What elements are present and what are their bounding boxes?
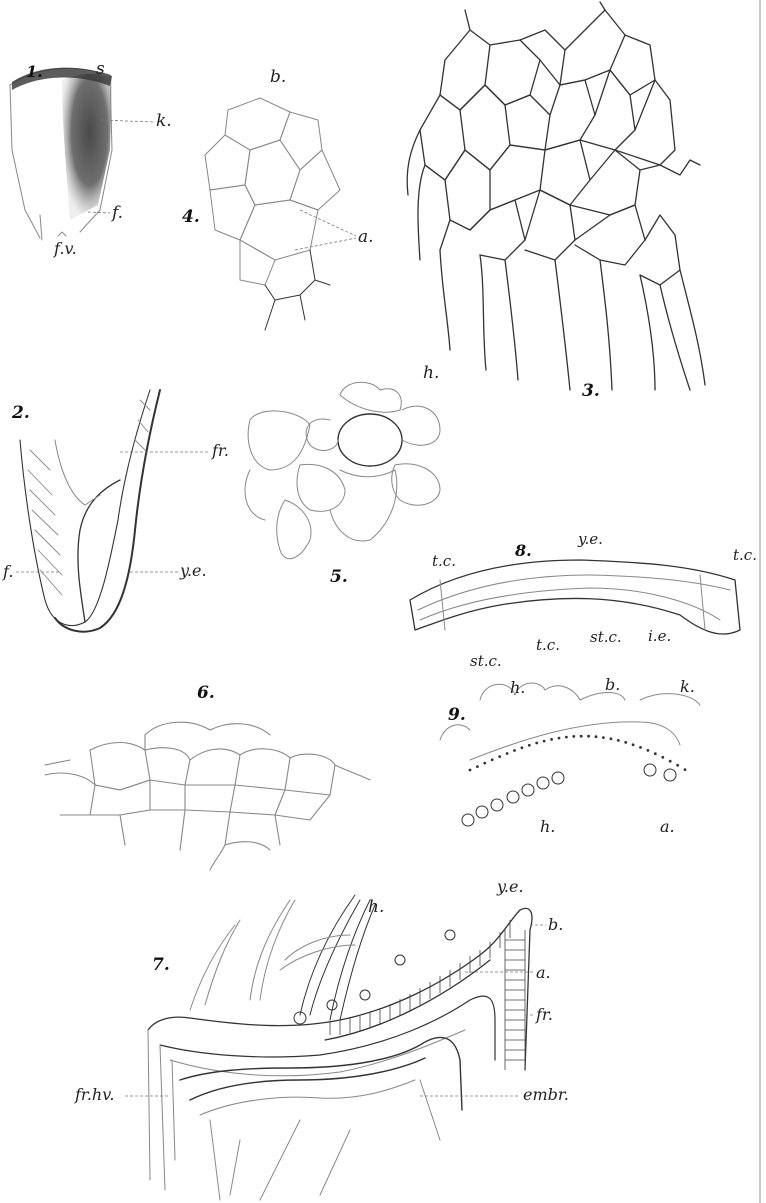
fig9-dot <box>580 735 583 738</box>
fig7-label-embr: embr. <box>523 1085 569 1104</box>
fig9-dot <box>558 737 561 740</box>
figure-3 <box>407 2 705 390</box>
fig9-dot <box>610 737 613 740</box>
fig9-dot <box>684 768 687 771</box>
figure-8: t.c. 8. y.e. t.c. st.c. t.c. st.c. i.e. <box>410 530 757 670</box>
fig9-dot <box>535 742 538 745</box>
fig7-label-ye: y.e. <box>496 877 524 896</box>
fig1-number: 1. <box>26 62 43 81</box>
fig8-label-stc-mid: st.c. <box>590 628 622 646</box>
figure-9: h. b. k. 9. h. a. <box>440 675 700 836</box>
fig9-dot <box>654 752 657 755</box>
fig9-dot <box>669 760 672 763</box>
fig9-label-h-top: h. <box>510 678 525 697</box>
fig7-hatched-layer <box>330 920 510 1035</box>
figure-2: 2. fr. f. y.e. <box>2 390 229 632</box>
fig1-label-s: s <box>96 59 105 79</box>
fig9-dot <box>587 735 590 738</box>
figure-4: b. 4. a. <box>182 67 374 330</box>
fig9-dot <box>572 735 575 738</box>
fig9-number: 9. <box>448 705 466 725</box>
fig9-dot <box>483 762 486 765</box>
fig9-dot <box>528 744 531 747</box>
fig6-number: 6. <box>197 683 215 703</box>
fig9-dot <box>521 746 524 749</box>
fig1-label-fv: f.v. <box>53 239 77 258</box>
fig7-vertical-hatch <box>505 930 525 1070</box>
figure-7: y.e. h. b. 7. a. fr. fr.hv. embr. <box>74 877 569 1200</box>
fig5-label-h: h. <box>423 363 439 383</box>
fig8-number: 8. <box>514 541 532 560</box>
fig8-label-tc-right: t.c. <box>733 546 757 564</box>
fig9-dot <box>661 756 664 759</box>
fig2-label-f: f. <box>2 562 13 581</box>
fig4-label-b: b. <box>270 67 286 87</box>
fig1-label-k: k. <box>156 111 172 131</box>
fig3-number: 3. <box>582 381 600 401</box>
figure-1: 1. s k. f. f.v. <box>10 59 172 258</box>
fig4-label-a: a. <box>358 227 374 247</box>
fig5-number: 5. <box>330 567 348 587</box>
fig9-dot <box>624 741 627 744</box>
fig9-dot <box>476 765 479 768</box>
fig7-label-frhv: fr.hv. <box>74 1085 114 1104</box>
fig9-dot <box>506 752 509 755</box>
fig9-dot <box>513 749 516 752</box>
fig8-label-ye: y.e. <box>577 530 603 548</box>
fig9-dot <box>498 755 501 758</box>
fig8-label-stc-left: st.c. <box>470 652 502 670</box>
fig9-cells <box>462 764 676 826</box>
fig1-label-f: f. <box>110 203 123 223</box>
fig9-dot <box>602 736 605 739</box>
fig9-dot <box>565 736 568 739</box>
fig7-number: 7. <box>152 955 170 975</box>
fig8-label-tc-left: t.c. <box>432 552 456 570</box>
fig9-dot <box>647 749 650 752</box>
fig7-small-cells <box>294 930 455 1024</box>
fig9-dot <box>617 739 620 742</box>
fig9-label-k: k. <box>680 677 695 696</box>
fig7-label-a: a. <box>536 963 551 982</box>
fig2-label-ye: y.e. <box>179 561 207 580</box>
fig9-label-h-bottom: h. <box>540 817 555 836</box>
fig9-dot <box>676 764 679 767</box>
fig9-label-a: a. <box>660 817 675 836</box>
fig2-label-fr: fr. <box>211 441 229 460</box>
fig4-number: 4. <box>182 207 200 227</box>
fig9-dot <box>469 769 472 772</box>
fig9-dot <box>550 738 553 741</box>
fig9-dot <box>632 743 635 746</box>
fig9-dot <box>543 740 546 743</box>
fig7-label-b: b. <box>548 915 563 934</box>
fig9-dot <box>639 746 642 749</box>
fig9-label-b: b. <box>605 675 620 694</box>
figure-5: h. 5. <box>245 363 440 587</box>
fig7-label-h: h. <box>368 897 384 917</box>
fig8-label-tc-mid: t.c. <box>536 636 560 654</box>
fig8-label-ie: i.e. <box>648 627 671 645</box>
fig9-dot <box>595 735 598 738</box>
fig9-dot <box>491 758 494 761</box>
figure-6 <box>45 722 370 870</box>
fig2-number: 2. <box>11 403 30 423</box>
fig7-label-fr: fr. <box>535 1005 553 1024</box>
